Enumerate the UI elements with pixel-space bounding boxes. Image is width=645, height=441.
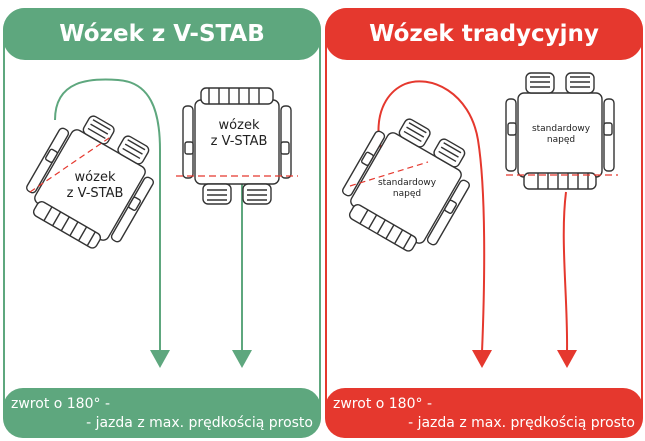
- chair-label-line: z V-STAB: [210, 133, 268, 149]
- u-turn-path: [54, 78, 161, 352]
- chair-label: wózek z V-STAB: [200, 118, 278, 149]
- chair-label: standardowy napęd: [368, 178, 446, 200]
- footer-line-1: zwrot o 180° -: [333, 396, 432, 412]
- straight-arrowhead: [557, 350, 577, 368]
- chair-label-line: standardowy: [377, 178, 437, 188]
- chair-label-line: wózek: [218, 118, 260, 133]
- v-stab-panel: Wózek z V-STAB zwrot o 180° - - jazda z …: [3, 8, 321, 438]
- chair-label-line: napęd: [546, 134, 576, 145]
- v-stab-footer: zwrot o 180° - - jazda z max. prędkością…: [3, 388, 321, 438]
- chair-label-line: z V-STAB: [66, 185, 124, 201]
- footer-line-2: - jazda z max. prędkością prosto: [86, 415, 313, 431]
- chair-label-line: wózek: [74, 170, 116, 185]
- chair-label: standardowy napęd: [523, 124, 599, 146]
- chair-label-line: standardowy: [531, 124, 591, 134]
- chair-label: wózek z V-STAB: [52, 170, 138, 201]
- straight-arrowhead: [232, 350, 252, 368]
- u-turn-path: [377, 80, 486, 353]
- chair-label-line: napęd: [392, 188, 422, 199]
- footer-line-1: zwrot o 180° -: [11, 396, 110, 412]
- straight-path: [562, 191, 569, 353]
- u-turn-arrowhead: [472, 350, 492, 368]
- v-stab-title: Wózek z V-STAB: [3, 8, 321, 60]
- axis-line: [29, 135, 113, 193]
- axis-line: [349, 161, 429, 187]
- traditional-footer: zwrot o 180° - - jazda z max. prędkością…: [325, 388, 643, 438]
- traditional-panel: Wózek tradycyjny zwrot o 180° - - jazda …: [325, 8, 643, 438]
- footer-line-2: - jazda z max. prędkością prosto: [408, 415, 635, 431]
- u-turn-arrowhead: [150, 350, 170, 368]
- traditional-title: Wózek tradycyjny: [325, 8, 643, 60]
